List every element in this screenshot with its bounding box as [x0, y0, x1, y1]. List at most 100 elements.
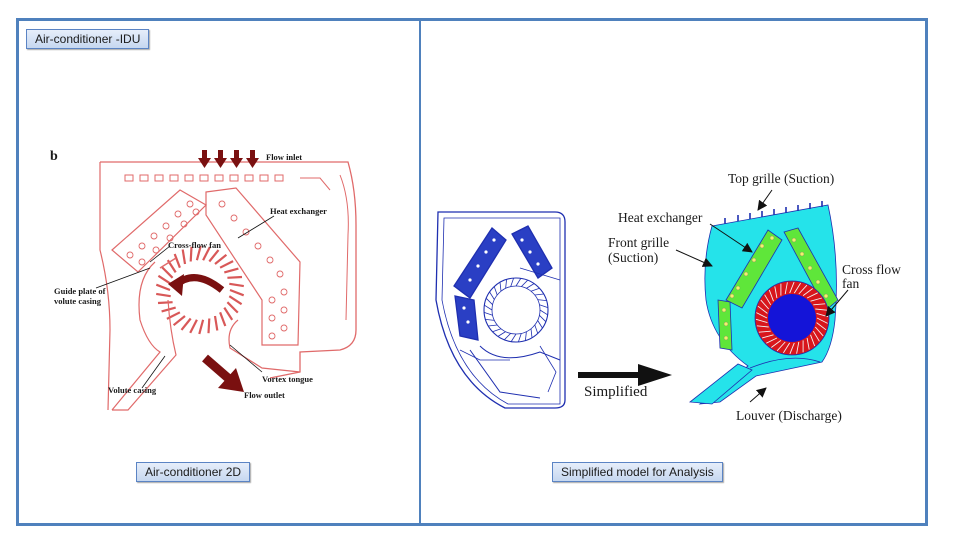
guide-plate-label-2: volute casing	[54, 296, 102, 306]
wireframe-coil-left	[453, 227, 507, 299]
fan-blade	[157, 301, 173, 305]
flow-inlet-label: Flow inlet	[266, 152, 302, 162]
flow-outlet-arrow	[202, 354, 231, 382]
fan-blade	[493, 286, 498, 296]
leader-lines-2d	[95, 215, 275, 389]
fan-blade	[756, 312, 768, 319]
fan-blade	[484, 304, 493, 311]
simplified-arrow	[578, 364, 672, 386]
fan-blade	[219, 311, 227, 327]
ac-2d-labels: b Flow inlet Heat exchanger Cross-flow f…	[50, 149, 327, 400]
fan-blade	[161, 266, 174, 279]
fan-blade	[208, 249, 220, 263]
outer-casing-inner-line	[339, 174, 349, 321]
fan-blade	[213, 315, 219, 331]
fan-blade	[510, 277, 514, 287]
model-fan-hub	[768, 294, 816, 342]
flow-outlet-label: Flow outlet	[244, 390, 285, 400]
fan-blade	[814, 326, 824, 337]
fan-blade	[539, 315, 547, 322]
fan-blade	[181, 249, 187, 265]
fan-blade	[760, 299, 770, 310]
fan-blade	[198, 319, 205, 335]
fan-blade	[774, 286, 778, 299]
fan-blade	[789, 342, 795, 355]
wireframe-coil-right	[511, 225, 553, 279]
fan-blade	[756, 325, 769, 328]
fan-blade	[156, 292, 171, 298]
louver-lip	[688, 363, 753, 405]
model-labels: Top grille (Suction) Heat exchanger Fron…	[608, 171, 901, 423]
fan-blade	[485, 298, 493, 305]
wireframe-outline	[435, 211, 566, 409]
fan-blade	[525, 331, 527, 341]
front-grille-label-1: Front grille	[608, 235, 669, 250]
simplified-label: Simplified	[584, 384, 648, 400]
flow-inlet-arrows	[198, 150, 259, 168]
guide-plate	[159, 257, 177, 269]
fan-blade	[228, 295, 243, 306]
fan-blade	[492, 328, 502, 333]
right-caption: Simplified model for Analysis	[552, 462, 723, 482]
fan-blade	[816, 317, 828, 324]
fan-blade	[789, 281, 795, 294]
fan-blade	[761, 334, 774, 339]
fan-blade	[526, 283, 535, 289]
fan-blade	[757, 305, 768, 314]
fan-blade	[530, 328, 533, 338]
fan-blade	[755, 318, 768, 324]
fan-blade	[227, 275, 243, 279]
fan-blade	[816, 322, 827, 331]
fan-blade	[180, 317, 192, 331]
fan-blade	[189, 319, 198, 334]
inlet-grille	[124, 174, 331, 191]
fan-blade	[223, 307, 234, 321]
fan-blade	[768, 289, 774, 302]
fan-blade	[810, 297, 823, 302]
fan-blade	[806, 337, 810, 350]
fan-blade	[534, 293, 544, 296]
fan-blade	[764, 294, 772, 306]
fan-blade	[802, 288, 813, 296]
fan-blade	[504, 333, 511, 341]
fan-blade	[510, 333, 517, 342]
top-grille-label: Top grille (Suction)	[728, 171, 834, 186]
fan-blade	[776, 341, 786, 352]
fan-blade	[813, 303, 826, 306]
volute-casing-label: Volute casing	[108, 385, 157, 395]
simplified-model	[688, 201, 839, 405]
fan-blade	[815, 308, 828, 311]
fan-blade	[224, 267, 239, 274]
wireframe-coil-front	[454, 295, 479, 341]
leader-arrows-model	[675, 189, 849, 403]
vortex-tongue	[228, 319, 301, 373]
fan-blade	[226, 301, 239, 314]
fan-blade	[172, 315, 186, 327]
fan-blade	[521, 279, 528, 287]
heat-exchanger-left	[111, 189, 207, 273]
cross-flow-fan-label-1: Cross flow	[842, 262, 901, 277]
fan-blade	[229, 288, 245, 297]
fan-blade	[202, 246, 211, 261]
fan-blade	[488, 324, 498, 327]
center-divider	[419, 20, 421, 524]
fan-blade	[189, 246, 193, 262]
fan-blade	[173, 253, 181, 269]
heat-exchanger-label-2d: Heat exchanger	[270, 206, 327, 216]
fan-blade	[810, 334, 816, 347]
panel-letter: b	[50, 149, 58, 164]
fan-blade	[207, 318, 211, 334]
front-panel	[99, 162, 111, 411]
guide-plate-label-1: Guide plate of	[54, 286, 106, 296]
heat-exchanger-label-model: Heat exchanger	[618, 210, 703, 225]
fan-blade	[515, 278, 522, 287]
fan-blade	[766, 337, 778, 344]
fan-blade	[499, 282, 502, 292]
fan-blade	[537, 299, 547, 301]
fan-blade	[483, 312, 493, 316]
fan-blade	[155, 283, 171, 292]
fan-blade	[812, 330, 820, 342]
fan-blade	[219, 260, 234, 269]
fan-blade	[537, 320, 543, 329]
fan-blade	[771, 340, 782, 348]
